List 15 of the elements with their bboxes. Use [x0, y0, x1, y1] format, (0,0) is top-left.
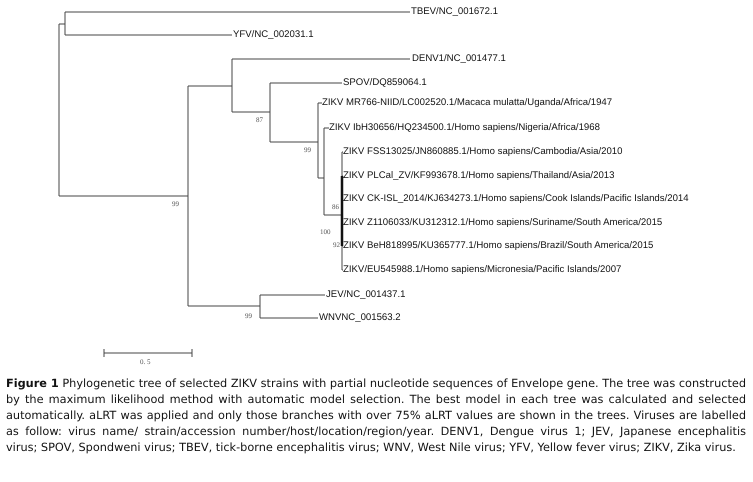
- taxon-label: ZIKV FSS13025/JN860885.1/Homo sapiens/Cambodia/Asia/2010: [343, 146, 622, 157]
- taxon-label: ZIKV BeH818995/KU365777.1/Homo sapiens/Brazil/South America/2015: [343, 240, 654, 251]
- taxon-label: ZIKV/EU545988.1/Homo sapiens/Micronesia/Pacific Islands/2007: [343, 264, 622, 275]
- taxon-label: ZIKV Z1106033/KU312312.1/Homo sapiens/Suriname/South America/2015: [343, 217, 662, 228]
- taxon-label: ZIKV PLCal_ZV/KF993678.1/Homo sapiens/Thailand/Asia/2013: [343, 170, 614, 181]
- taxon-label: TBEV/NC_001672.1: [411, 6, 498, 17]
- figure-caption: Figure 1 Phylogenetic tree of selected ZIKV strains with partial nucleotide sequences of Envelope gene. The tree was constructed by the maximum likelihood method with automatic model selection. The best model in each tree was calculated and selected automatically. aLRT was applied and only those branches with over 75% aLRT values are shown in the trees. Viruses are labelled as follow: virus name/ strain/accession number/host/location/region/year. DENV1, Dengue virus 1; JEV, Japanese encephalitis virus; SPOV, Spondweni virus; TBEV, tick-borne encephalitis virus; WNV, West Nile virus; YFV, Yellow fever virus; ZIKV, Zika virus.: [6, 376, 746, 456]
- taxon-label: ZIKV IbH30656/HQ234500.1/Homo sapiens/Nigeria/Africa/1968: [329, 122, 600, 133]
- taxon-label: YFV/NC_002031.1: [233, 29, 314, 40]
- taxon-label: ZIKV MR766-NIID/LC002520.1/Macaca mulatta/Uganda/Africa/1947: [322, 97, 612, 108]
- taxon-label: SPOV/DQ859064.1: [343, 77, 427, 88]
- taxon-label: ZIKV CK-ISL_2014/KJ634273.1/Homo sapiens/Cook Islands/Pacific Islands/2014: [343, 193, 689, 204]
- taxon-label: DENV1/NC_001477.1: [412, 53, 506, 64]
- taxon-label: JEV/NC_001437.1: [326, 289, 406, 300]
- taxon-label: WNVNC_001563.2: [319, 312, 401, 323]
